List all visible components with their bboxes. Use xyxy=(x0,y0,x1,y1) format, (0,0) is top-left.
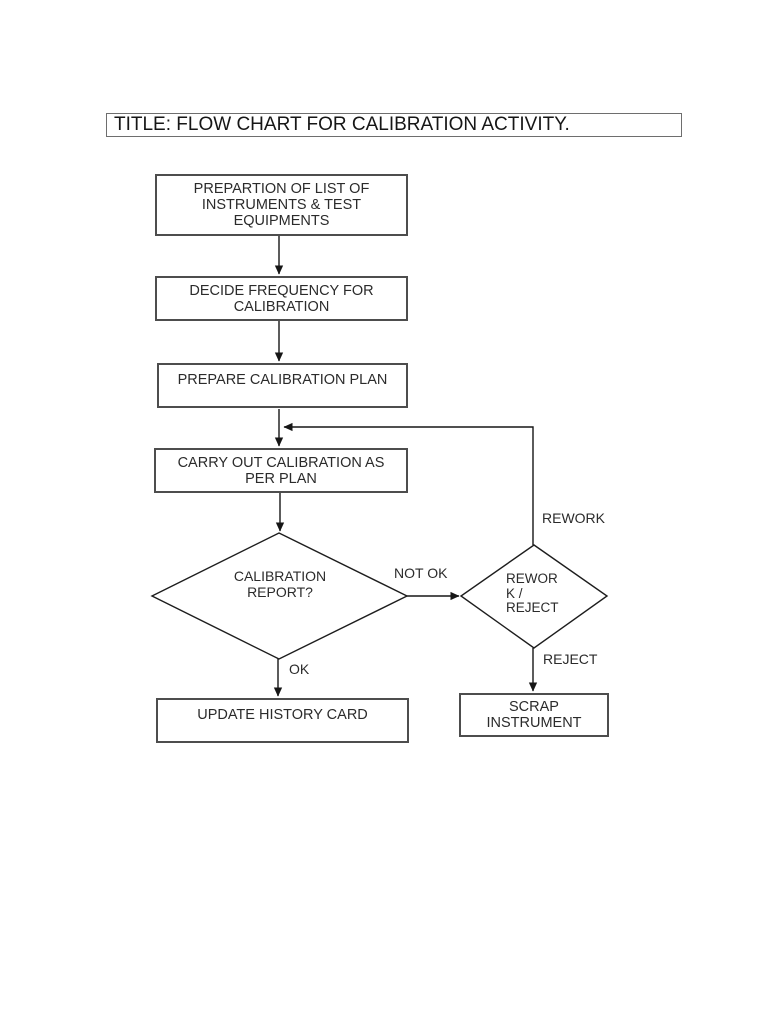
node-preparation-of-list: PREPARTION OF LIST OF INSTRUMENTS & TEST… xyxy=(155,174,408,236)
edge-label-not-ok: NOT OK xyxy=(394,565,448,581)
edge-label-ok: OK xyxy=(289,661,310,677)
node-carry-out-calibration: CARRY OUT CALIBRATION AS PER PLAN xyxy=(154,448,408,493)
title-box: TITLE: FLOW CHART FOR CALIBRATION ACTIVI… xyxy=(106,113,682,137)
node-prepare-calibration-plan: PREPARE CALIBRATION PLAN xyxy=(157,363,408,408)
arrow-rework-feedback xyxy=(283,422,534,545)
diamond-calibration-report xyxy=(150,532,409,660)
diamond-rework-reject xyxy=(459,544,609,649)
label-rework-reject: REWOR K / REJECT xyxy=(506,571,559,615)
node-scrap-instrument: SCRAP INSTRUMENT xyxy=(459,693,609,737)
edge-label-reject: REJECT xyxy=(543,651,598,667)
edge-label-rework: REWORK xyxy=(542,510,605,526)
node-decide-frequency: DECIDE FREQUENCY FOR CALIBRATION xyxy=(155,276,408,321)
node-update-history-card: UPDATE HISTORY CARD xyxy=(156,698,409,743)
page-title: TITLE: FLOW CHART FOR CALIBRATION ACTIVI… xyxy=(114,114,570,135)
label-calibration-report: CALIBRATION REPORT? xyxy=(233,568,327,600)
